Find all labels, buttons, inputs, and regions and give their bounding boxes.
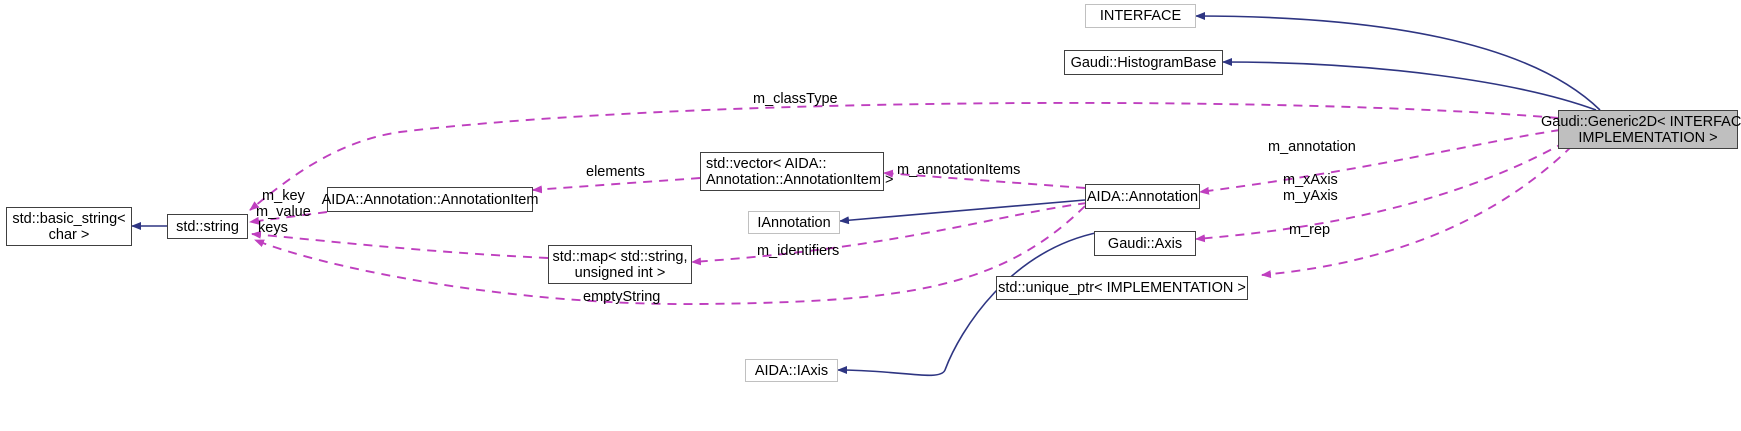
node-vector-line1: std::vector< AIDA::	[706, 155, 827, 172]
node-std-vector-annotationitem[interactable]: std::vector< AIDA:: Annotation::Annotati…	[700, 152, 893, 191]
node-aida-iaxis[interactable]: AIDA::IAxis	[745, 359, 838, 382]
edge-label-elements: elements	[586, 164, 645, 180]
edge-label-m-annotationitems: m_annotationItems	[897, 162, 1021, 178]
node-map-line2: unsigned int >	[574, 264, 666, 281]
edge-generic2d-to-axis	[1195, 141, 1566, 243]
edge-label-m-rep: m_rep	[1289, 222, 1331, 238]
node-aida-annotation[interactable]: AIDA::Annotation	[1085, 184, 1200, 209]
edge-label-m-classtype: m_classType	[753, 91, 838, 107]
node-std-basic-string[interactable]: std::basic_string< char >	[6, 207, 132, 246]
node-gaudi-generic2d[interactable]: Gaudi::Generic2D< INTERFACE, IMPLEMENTAT…	[1541, 110, 1741, 149]
node-basic-string-line2: char >	[48, 226, 90, 243]
node-std-map-string-uint[interactable]: std::map< std::string, unsigned int >	[548, 245, 692, 284]
edge-label-emptystring: emptyString	[583, 289, 661, 305]
edge-label-m-identifiers: m_identifiers	[757, 243, 840, 259]
node-generic2d-line1: Gaudi::Generic2D< INTERFACE,	[1541, 113, 1741, 130]
node-generic2d-line2: IMPLEMENTATION >	[1578, 129, 1718, 146]
node-std-string[interactable]: std::string	[167, 214, 248, 239]
edge-annotation-to-iannotation	[839, 199, 1086, 225]
node-map-line1: std::map< std::string,	[552, 248, 688, 265]
node-gaudi-histogrambase[interactable]: Gaudi::HistogramBase	[1064, 50, 1223, 75]
edge-label-m-annotation: m_annotation	[1268, 139, 1356, 155]
node-std-unique-ptr-implementation[interactable]: std::unique_ptr< IMPLEMENTATION >	[996, 276, 1248, 300]
edge-annotation-to-string-emptystring	[254, 205, 1086, 305]
edge-label-keys: keys	[258, 220, 288, 236]
edge-generic2d-to-uniqueptr	[1261, 145, 1573, 279]
edge-map-to-string-keys	[251, 230, 549, 259]
edge-generic2d-to-interface	[1195, 12, 1601, 111]
edge-annotation-to-vector-items	[883, 169, 1086, 189]
edge-generic2d-to-histogrambase	[1222, 58, 1597, 111]
node-basic-string-line1: std::basic_string<	[12, 210, 126, 227]
edge-annotationitem-to-string-keyvalue	[249, 211, 328, 225]
node-iannotation[interactable]: IAnnotation	[748, 211, 840, 234]
edge-axis-to-iaxis	[837, 231, 1101, 377]
edge-generic2d-to-annotation	[1199, 129, 1561, 195]
node-vector-line2: Annotation::AnnotationItem >	[706, 171, 894, 188]
edge-vector-to-annotationitem-elements	[532, 177, 701, 194]
edge-label-m-key-m-value: m_key m_value	[256, 188, 311, 220]
node-aida-annotation-annotationitem[interactable]: AIDA::Annotation::AnnotationItem	[322, 187, 538, 212]
edge-annotation-to-map-identifiers	[691, 202, 1088, 266]
node-interface[interactable]: INTERFACE	[1085, 4, 1196, 28]
edge-label-m-xaxis-m-yaxis: m_xAxis m_yAxis	[1283, 172, 1338, 204]
node-gaudi-axis[interactable]: Gaudi::Axis	[1094, 231, 1196, 256]
